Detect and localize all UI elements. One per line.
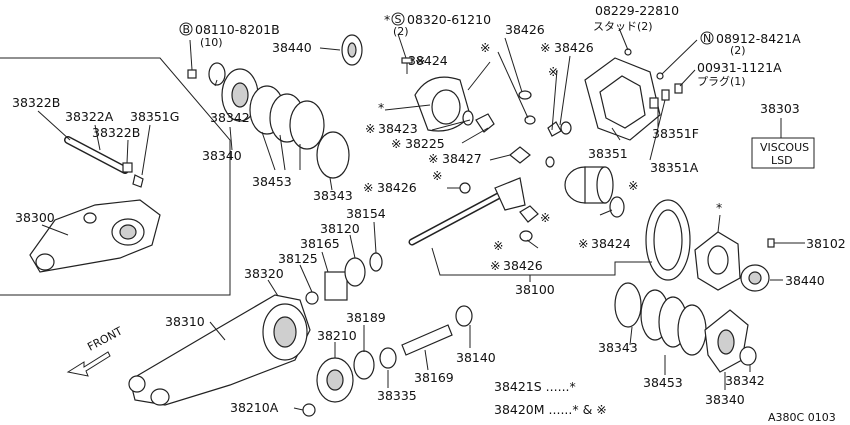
quantity-label: スタッド(2) <box>593 20 653 33</box>
part-number-label: 38303 <box>760 101 800 116</box>
part-number-label: 38427 <box>442 151 482 166</box>
cross-mark: ※ <box>415 53 425 68</box>
cross-mark: ※ <box>363 180 373 195</box>
part-number-label: 38343 <box>313 188 353 203</box>
part-number-label: 38310 <box>165 314 205 329</box>
part-number-label: 38120 <box>320 221 360 236</box>
part-number-label: 38322B <box>92 125 140 140</box>
viscous-label: VISCOUS <box>760 141 809 154</box>
diagram-code: A380C 0103 <box>768 411 836 424</box>
pinion-shaft <box>408 177 539 246</box>
part-number-label: 38140 <box>456 350 496 365</box>
part-labels: B 08110-8201B (10) * S 08320-61210 (2) 0… <box>12 3 846 424</box>
cross-mark: ※ <box>365 121 375 136</box>
part-number-label: 08110-8201B <box>195 22 280 37</box>
front-arrow-icon <box>66 351 111 377</box>
part-number-label: 38342 <box>725 373 765 388</box>
star-mark: * <box>384 12 390 27</box>
cross-mark: ※ <box>391 136 401 151</box>
part-number-label: 38300 <box>15 210 55 225</box>
part-number-label: 08320-61210 <box>407 12 491 27</box>
part-number-label: 38100 <box>515 282 555 297</box>
part-number-label: 38351G <box>130 109 179 124</box>
part-number-label: 38343 <box>598 340 638 355</box>
cross-mark: ※ <box>628 178 638 193</box>
cross-mark: ※ <box>548 64 558 79</box>
part-number-label: 38453 <box>643 375 683 390</box>
part-number-label: 38340 <box>202 148 242 163</box>
cross-mark: ※ <box>428 151 438 166</box>
part-number-label: 38210A <box>230 400 279 415</box>
part-number-label: 38423 <box>378 121 418 136</box>
star-mark: * <box>378 100 384 115</box>
viscous-lsd-box <box>751 137 815 169</box>
part-number-label: 38426 <box>377 180 417 195</box>
cross-mark: ※ <box>490 258 500 273</box>
part-number-label: 38165 <box>300 236 340 251</box>
quantity-label: (10) <box>200 36 223 49</box>
part-number-label: 38320 <box>244 266 284 281</box>
part-number-label: 38189 <box>346 310 386 325</box>
legend-line-2: 38420M ......* & ※ <box>494 402 607 417</box>
part-number-label: 38440 <box>272 40 312 55</box>
part-number-label: 38424 <box>408 53 448 68</box>
rear-cover <box>584 48 683 141</box>
part-number-label: 08912-8421A <box>716 31 801 46</box>
part-drawings <box>0 34 815 417</box>
cross-mark: ※ <box>480 40 490 55</box>
part-number-label: 38125 <box>278 251 318 266</box>
quantity-label: (2) <box>730 44 746 57</box>
front-label: FRONT <box>85 324 125 353</box>
cross-mark: ※ <box>493 238 503 253</box>
part-number-label: 38210 <box>317 328 357 343</box>
part-number-label: 38342 <box>210 110 250 125</box>
main-housing <box>128 294 311 406</box>
part-number-label: 38340 <box>705 392 745 407</box>
part-number-label: 38322A <box>65 109 114 124</box>
part-number-label: 38424 <box>591 236 631 251</box>
inset-shaft <box>64 136 144 188</box>
badge-letter: S <box>395 13 402 26</box>
cross-mark: ※ <box>540 210 550 225</box>
part-number-label: 38426 <box>505 22 545 37</box>
lsd-label: LSD <box>771 154 793 167</box>
part-number-label: 38335 <box>377 388 417 403</box>
part-number-label: 38426 <box>503 258 543 273</box>
part-number-label: 38154 <box>346 206 386 221</box>
quantity-label: (2) <box>393 25 409 38</box>
part-number-label: 38351 <box>588 146 628 161</box>
badge-letter: B <box>183 23 191 36</box>
part-number-label: 38426 <box>554 40 594 55</box>
part-number-label: 38440 <box>785 273 825 288</box>
part-number-label: 38225 <box>405 136 445 151</box>
part-number-label: 38453 <box>252 174 292 189</box>
badge-letter: N <box>703 32 711 45</box>
cross-mark: ※ <box>432 168 442 183</box>
legend-line-1: 38421S ......* <box>494 379 576 394</box>
inset-housing-38300 <box>29 199 161 273</box>
part-number-label: 38351A <box>650 160 699 175</box>
nut-badge-n-icon <box>700 31 714 45</box>
part-number-label: 00931-1121A <box>697 60 782 75</box>
part-number-label: 38351F <box>652 126 699 141</box>
part-number-label: 38322B <box>12 95 60 110</box>
star-mark: * <box>716 200 722 215</box>
cross-mark: ※ <box>578 236 588 251</box>
screw-badge-s-icon <box>391 12 405 26</box>
part-number-label: 38102 <box>806 236 846 251</box>
leader-lines <box>37 27 805 411</box>
bolt-badge-b-icon <box>179 22 193 36</box>
part-number-label: 08229-22810 <box>595 3 679 18</box>
cross-mark: ※ <box>540 40 550 55</box>
quantity-label: プラグ(1) <box>697 74 746 88</box>
part-number-label: 38169 <box>414 370 454 385</box>
